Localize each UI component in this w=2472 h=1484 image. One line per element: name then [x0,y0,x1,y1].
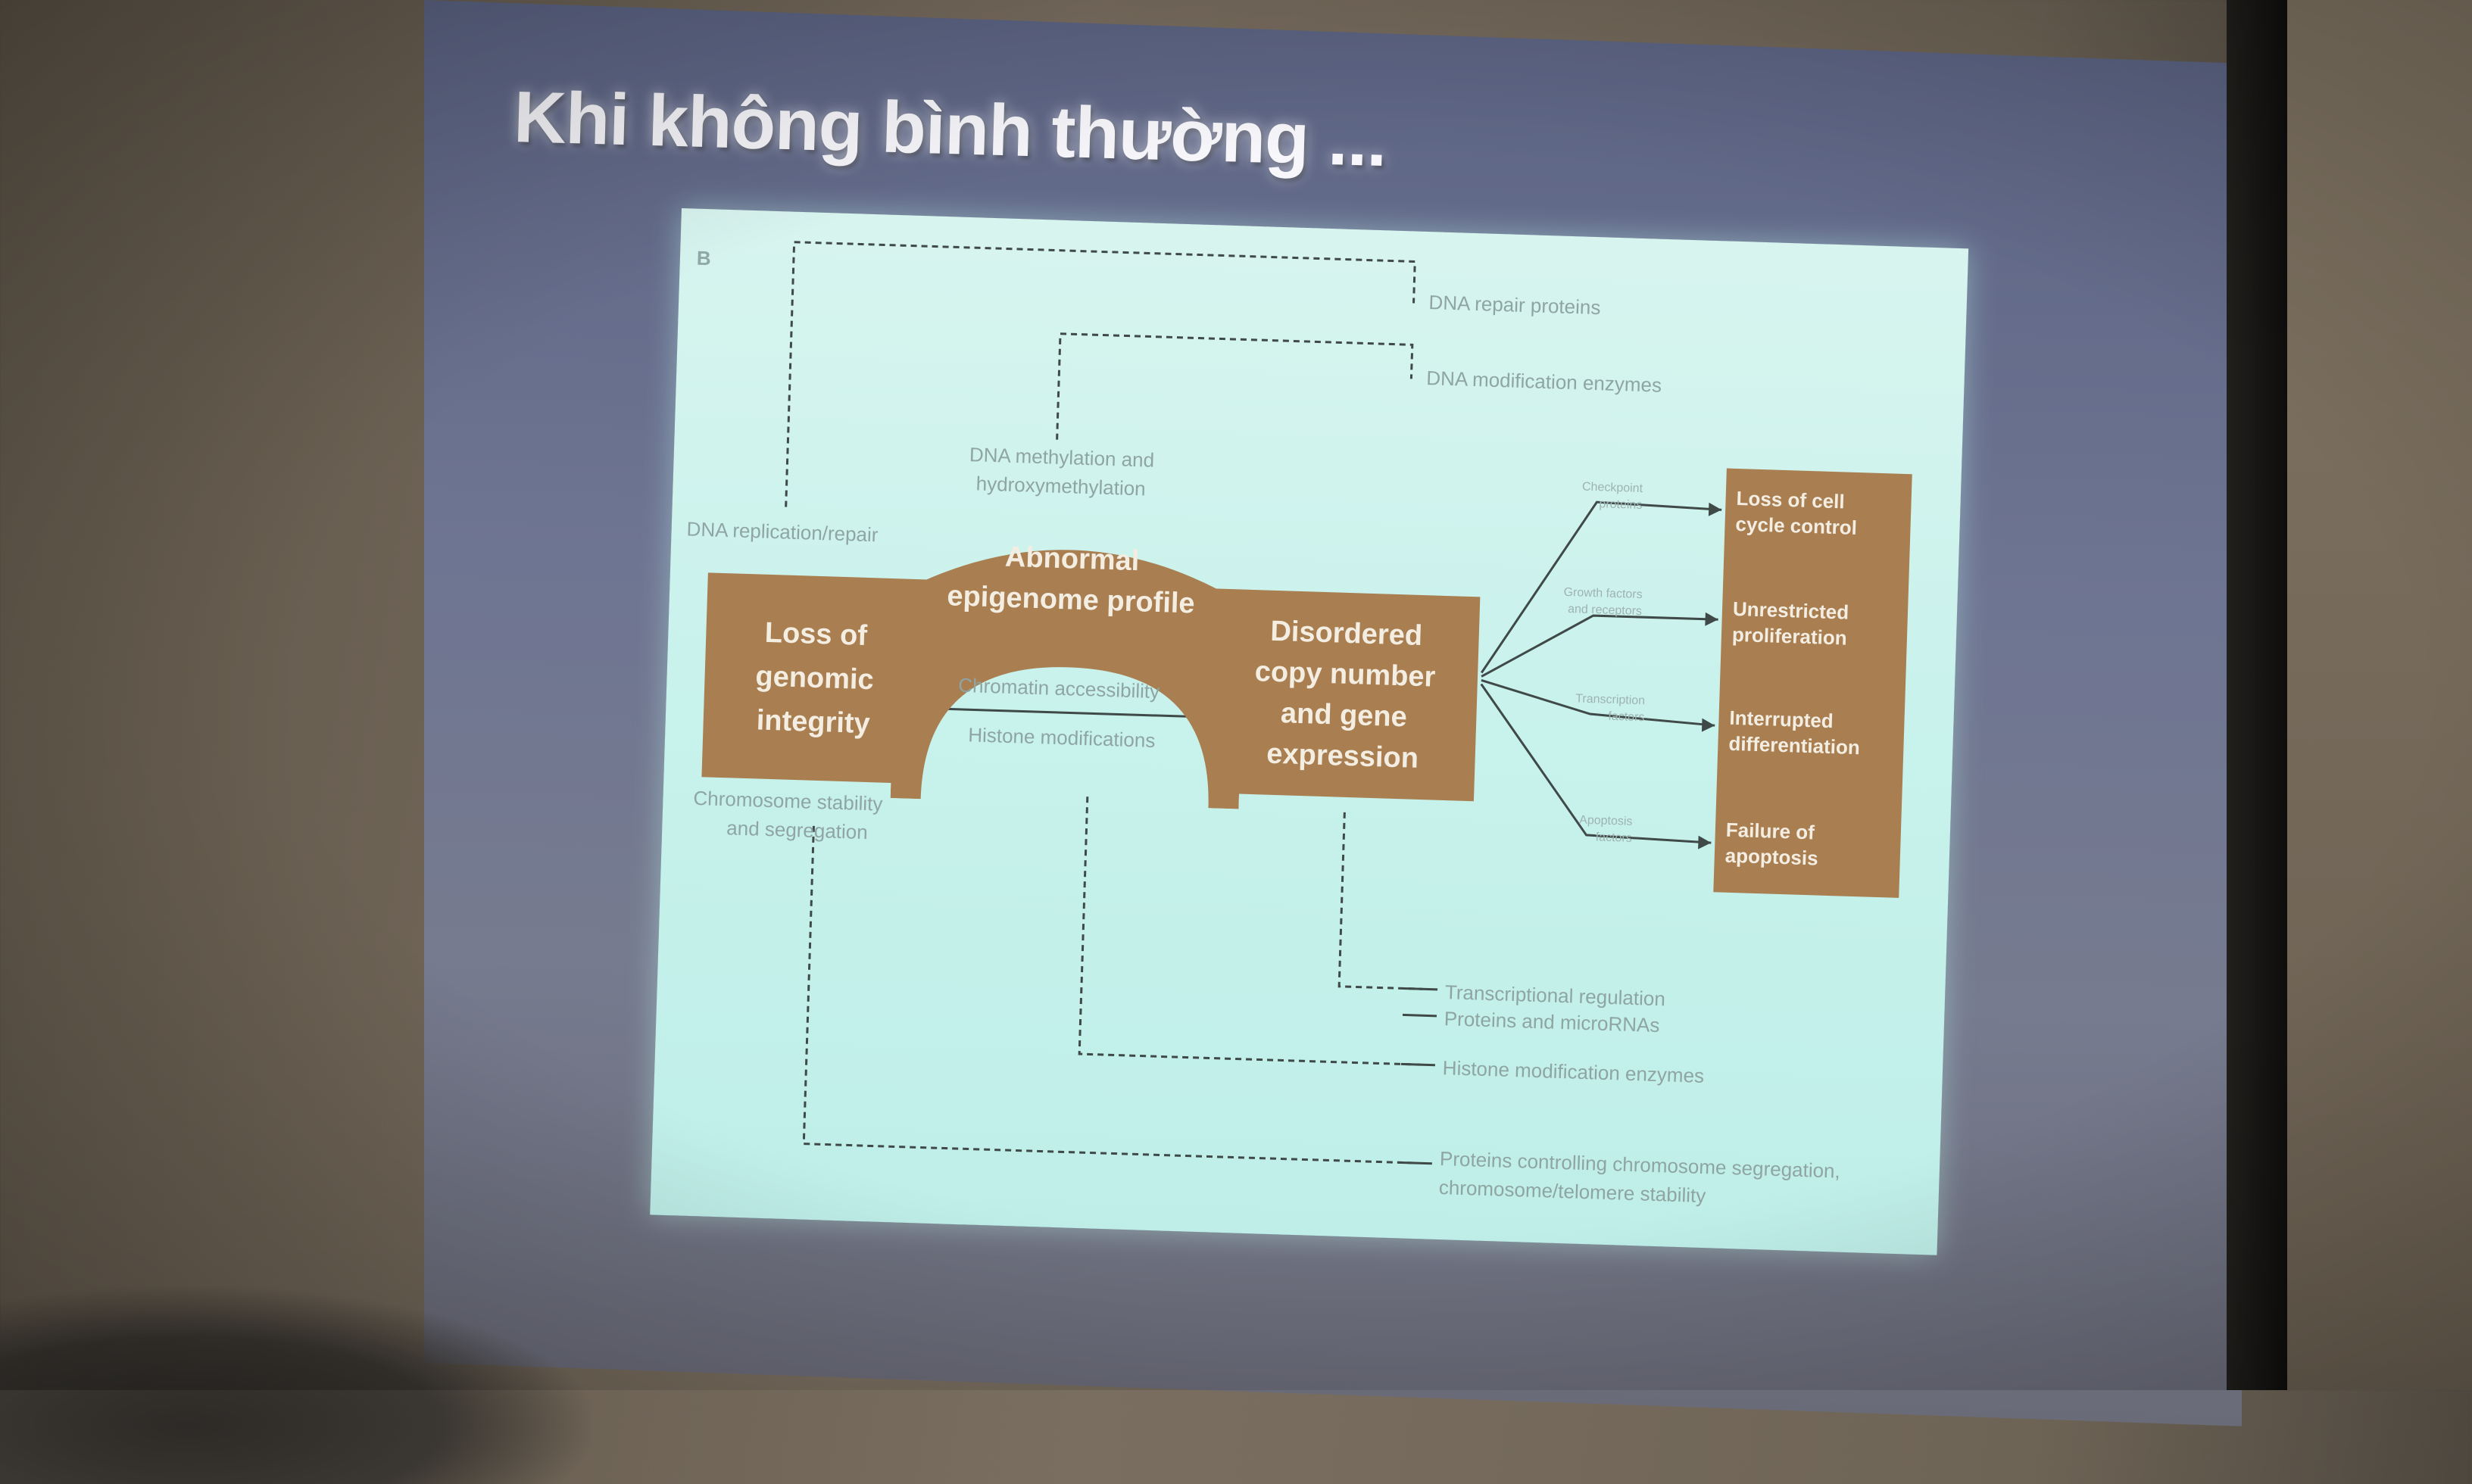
loss-line-3: integrity [756,704,871,740]
disorder-line-2: copy number [1254,656,1436,694]
disordered-copy-number-box: Disordered copy number and gene expressi… [1209,588,1481,802]
label-histone-modifications: Histone modifications [967,723,1156,752]
label-dna-methylation: DNA methylation and [969,443,1155,472]
screen-frame-edge [2227,0,2287,1390]
diagram-panel: B [650,208,1969,1255]
wall [2287,0,2472,1390]
audience-head [0,1287,591,1484]
loss-line-1: Loss of [764,616,868,652]
loss-line-2: genomic [754,660,875,697]
disorder-line-3: and gene [1280,697,1408,734]
loss-of-genomic-integrity-box: Loss of genomic integrity [701,572,928,784]
disorder-line-4: expression [1266,737,1419,775]
epigenome-arch-shape [890,550,1245,809]
disorder-line-1: Disordered [1269,615,1423,652]
abnormal-epigenome-profile-label: Abnormal epigenome profile [911,534,1231,625]
label-dna-repair-proteins: DNA repair proteins [1428,291,1601,320]
label-hydroxymethylation: hydroxymethylation [975,472,1147,500]
label-and-segregation: and segregation [726,816,869,844]
